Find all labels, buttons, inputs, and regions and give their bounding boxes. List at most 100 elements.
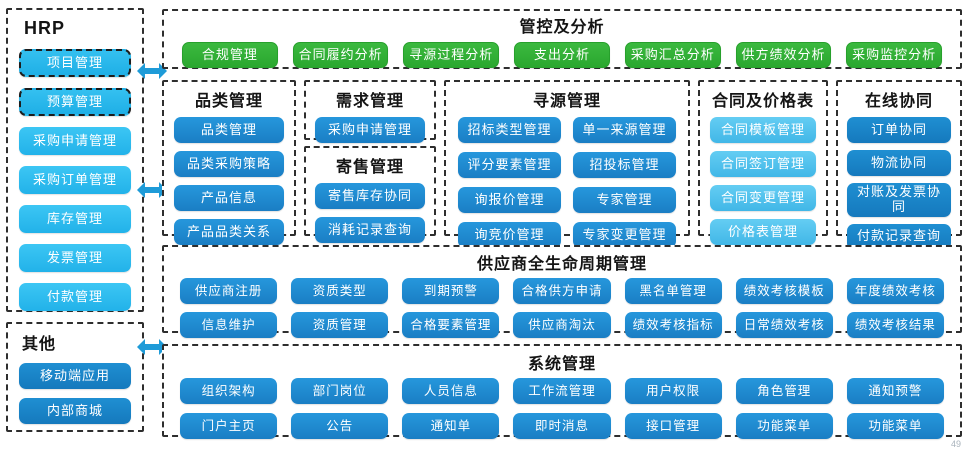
module-button[interactable]: 发票管理: [19, 244, 131, 272]
module-button[interactable]: 采购订单管理: [19, 166, 131, 194]
system-panel-title: 系统管理: [527, 356, 596, 373]
module-button[interactable]: 招投标管理: [573, 152, 676, 178]
module-button[interactable]: 绩效考核指标: [624, 312, 722, 338]
contract-panel: 合同及价格表 合同模板管理 合同签订管理 合同变更管理 价格表管理: [698, 80, 828, 245]
hrp-panel-title: HRP: [24, 18, 66, 38]
module-button[interactable]: 产品信息: [174, 185, 284, 211]
module-button[interactable]: 功能菜单: [846, 413, 944, 439]
module-button[interactable]: 通知单: [402, 413, 500, 439]
supplier-item-list: 供应商注册 资质类型 到期预警 合格供方申请 黑名单管理 绩效考核模板 年度绩效…: [164, 274, 960, 338]
module-button[interactable]: 评分要素管理: [458, 152, 561, 178]
module-button[interactable]: 合规管理: [182, 42, 278, 68]
module-button[interactable]: 预算管理: [19, 88, 131, 116]
module-button[interactable]: 部门岗位: [291, 378, 389, 404]
module-button[interactable]: 接口管理: [624, 413, 722, 439]
module-button[interactable]: 采购监控分析: [846, 42, 943, 68]
analysis-panel-title: 管控及分析: [519, 19, 605, 36]
module-button[interactable]: 付款管理: [19, 283, 131, 311]
module-button[interactable]: 年度绩效考核: [846, 278, 944, 304]
module-button[interactable]: 供应商淘汰: [513, 312, 611, 338]
demand-panel-title: 需求管理: [335, 93, 404, 110]
module-button[interactable]: 用户权限: [624, 378, 722, 404]
contract-item-list: 合同模板管理 合同签订管理 合同变更管理 价格表管理: [700, 111, 826, 245]
sourcing-panel: 寻源管理 招标类型管理 单一来源管理 评分要素管理 招投标管理 询报价管理 专家…: [444, 80, 690, 248]
bidirectional-arrow-icon: [137, 339, 167, 355]
page-number: 49: [950, 439, 961, 449]
module-button[interactable]: 库存管理: [19, 205, 131, 233]
category-item-list: 品类管理 品类采购策略 产品信息 产品品类关系: [164, 111, 294, 245]
module-button[interactable]: 合格供方申请: [513, 278, 611, 304]
module-button[interactable]: 消耗记录查询: [315, 217, 425, 243]
module-button[interactable]: 组织架构: [180, 378, 278, 404]
module-button[interactable]: 角色管理: [735, 378, 833, 404]
module-button[interactable]: 对账及发票协同: [847, 183, 951, 217]
module-button[interactable]: 黑名单管理: [624, 278, 722, 304]
module-button[interactable]: 寻源过程分析: [403, 42, 500, 68]
module-button[interactable]: 到期预警: [402, 278, 500, 304]
category-panel-title: 品类管理: [194, 93, 263, 110]
module-button[interactable]: 公告: [291, 413, 389, 439]
module-button[interactable]: 专家变更管理: [573, 222, 676, 248]
hrp-item-list: 项目管理 预算管理 采购申请管理 采购订单管理 库存管理 发票管理 付款管理: [8, 49, 142, 311]
collaboration-panel: 在线协同 订单协同 物流协同 对账及发票协同 付款记录查询: [836, 80, 962, 250]
module-button[interactable]: 物流协同: [847, 150, 951, 176]
module-button[interactable]: 招标类型管理: [458, 117, 561, 143]
module-button[interactable]: 供应商注册: [180, 278, 278, 304]
analysis-item-list: 合规管理 合同履约分析 寻源过程分析 支出分析 采购汇总分析 供方绩效分析 采购…: [164, 37, 960, 68]
module-button[interactable]: 采购申请管理: [19, 127, 131, 155]
consignment-panel: 寄售管理 寄售库存协同 消耗记录查询: [304, 146, 436, 243]
module-button[interactable]: 通知预警: [846, 378, 944, 404]
module-button[interactable]: 品类管理: [174, 117, 284, 143]
module-button[interactable]: 产品品类关系: [174, 219, 284, 245]
module-button[interactable]: 单一来源管理: [573, 117, 676, 143]
demand-item-list: 采购申请管理: [306, 111, 434, 143]
module-button[interactable]: 寄售库存协同: [315, 183, 425, 209]
collaboration-item-list: 订单协同 物流协同 对账及发票协同 付款记录查询: [838, 111, 960, 250]
module-button[interactable]: 采购汇总分析: [624, 42, 721, 68]
module-button[interactable]: 合同模板管理: [710, 117, 816, 143]
others-item-list: 移动端应用 内部商城: [8, 363, 142, 424]
module-button[interactable]: 信息维护: [180, 312, 278, 338]
others-panel: 其他 移动端应用 内部商城: [6, 322, 144, 432]
module-button[interactable]: 人员信息: [402, 378, 500, 404]
others-panel-title: 其他: [22, 336, 57, 353]
module-button[interactable]: 功能菜单: [735, 413, 833, 439]
bidirectional-arrow-icon: [137, 182, 167, 198]
module-button[interactable]: 合格要素管理: [402, 312, 500, 338]
hrp-panel: HRP 项目管理 预算管理 采购申请管理 采购订单管理 库存管理 发票管理 付款…: [6, 8, 144, 312]
system-panel: 系统管理 组织架构 部门岗位 人员信息 工作流管理 用户权限 角色管理 通知预警…: [162, 344, 962, 439]
module-button[interactable]: 门户主页: [180, 413, 278, 439]
collaboration-panel-title: 在线协同: [864, 93, 933, 110]
module-button[interactable]: 供方绩效分析: [735, 42, 832, 68]
module-button[interactable]: 合同履约分析: [292, 42, 389, 68]
module-button[interactable]: 订单协同: [847, 117, 951, 143]
sourcing-panel-title: 寻源管理: [532, 93, 601, 110]
module-button[interactable]: 询竞价管理: [458, 222, 561, 248]
module-button[interactable]: 采购申请管理: [315, 117, 425, 143]
consignment-panel-title: 寄售管理: [335, 159, 404, 176]
module-button[interactable]: 内部商城: [19, 398, 131, 424]
module-button[interactable]: 资质类型: [291, 278, 389, 304]
module-button[interactable]: 支出分析: [514, 42, 610, 68]
module-button[interactable]: 移动端应用: [19, 363, 131, 389]
system-item-list: 组织架构 部门岗位 人员信息 工作流管理 用户权限 角色管理 通知预警 门户主页…: [164, 374, 960, 439]
module-button[interactable]: 品类采购策略: [174, 151, 284, 177]
bidirectional-arrow-icon: [137, 63, 167, 79]
module-button[interactable]: 合同签订管理: [710, 151, 816, 177]
module-button[interactable]: 询报价管理: [458, 187, 561, 213]
module-button[interactable]: 工作流管理: [513, 378, 611, 404]
consignment-item-list: 寄售库存协同 消耗记录查询: [306, 177, 434, 243]
module-button[interactable]: 绩效考核模板: [735, 278, 833, 304]
module-button[interactable]: 价格表管理: [710, 219, 816, 245]
module-button[interactable]: 绩效考核结果: [846, 312, 944, 338]
module-button[interactable]: 专家管理: [573, 187, 676, 213]
module-button[interactable]: 日常绩效考核: [735, 312, 833, 338]
module-button[interactable]: 即时消息: [513, 413, 611, 439]
module-button[interactable]: 项目管理: [19, 49, 131, 77]
module-button[interactable]: 资质管理: [291, 312, 389, 338]
supplier-panel: 供应商全生命周期管理 供应商注册 资质类型 到期预警 合格供方申请 黑名单管理 …: [162, 245, 962, 338]
sourcing-item-list: 招标类型管理 单一来源管理 评分要素管理 招投标管理 询报价管理 专家管理 询竞…: [446, 111, 688, 248]
contract-panel-title: 合同及价格表: [711, 93, 814, 110]
module-button[interactable]: 合同变更管理: [710, 185, 816, 211]
